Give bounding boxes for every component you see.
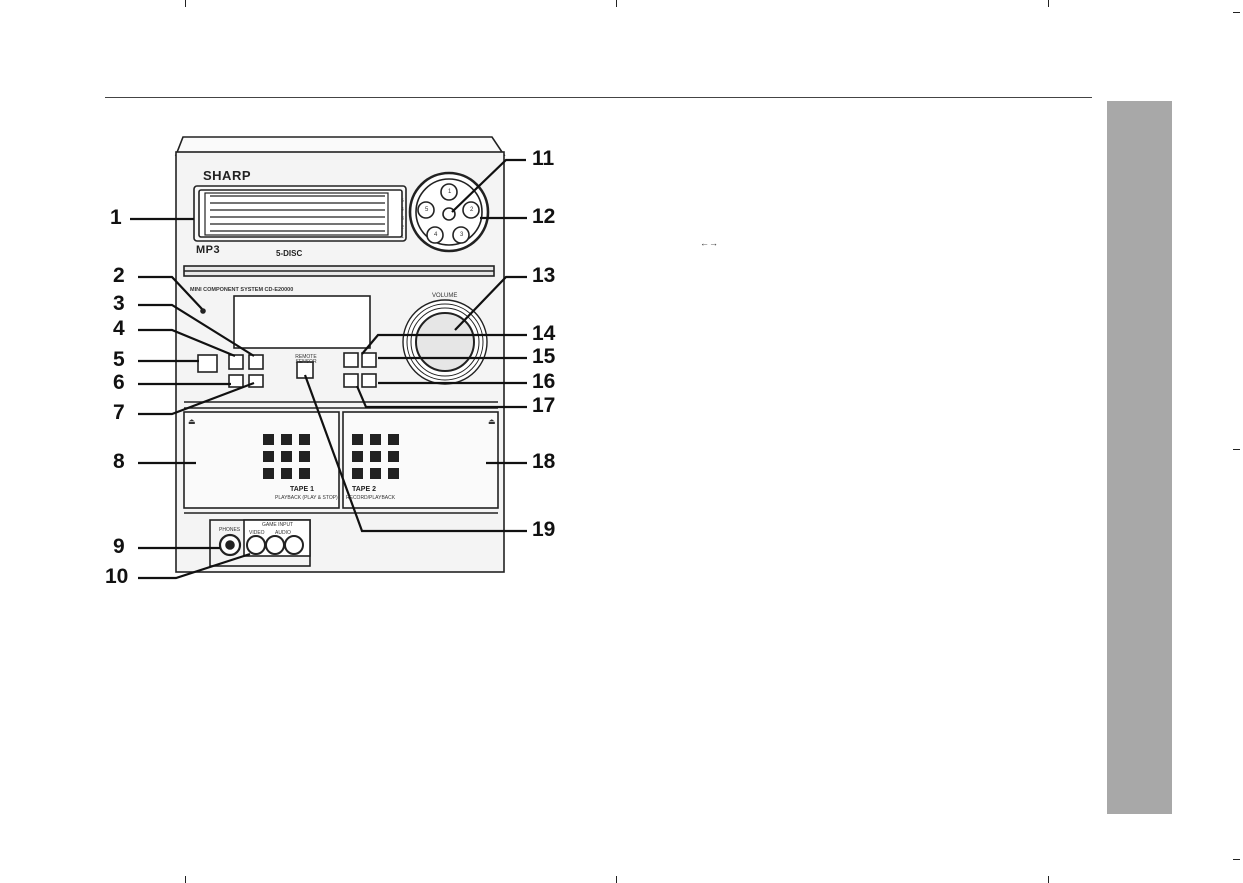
callout-18: 18 <box>532 451 555 473</box>
power-button[interactable] <box>198 355 217 372</box>
disc-logo: 5-DISC <box>276 249 302 258</box>
mp3-logo: MP3 <box>196 244 220 256</box>
phones-label: PHONES <box>219 527 240 533</box>
disc-button-number: 1 <box>448 189 451 195</box>
callout-19: 19 <box>532 519 555 541</box>
tape2-subtitle: RECORD/PLAYBACK <box>346 495 395 501</box>
tray-number: 1 <box>401 234 404 240</box>
function-button[interactable] <box>229 355 243 369</box>
game-input-label: GAME INPUT <box>262 522 293 528</box>
brand-logo: SHARP <box>203 168 251 183</box>
callout-5: 5 <box>113 349 125 371</box>
tray-number: 4 <box>401 207 404 213</box>
stray-arrow-mark: ←→ <box>700 238 718 248</box>
video-jack[interactable] <box>247 536 265 554</box>
audio-right-jack[interactable] <box>285 536 303 554</box>
callout-15: 15 <box>532 346 555 368</box>
audio-label: AUDIO <box>275 530 291 536</box>
rewind-button[interactable] <box>344 374 358 387</box>
clock-button[interactable] <box>229 375 243 387</box>
callout-12: 12 <box>532 206 555 228</box>
callout-13: 13 <box>532 265 555 287</box>
callout-10: 10 <box>105 566 128 588</box>
tape1-title: TAPE 1 <box>290 486 314 493</box>
volume-label: VOLUME <box>432 293 457 299</box>
model-label: MINI COMPONENT SYSTEM CD-E20000 <box>190 287 293 293</box>
eject-icon: ⏏ <box>188 417 196 426</box>
callout-1: 1 <box>110 207 122 229</box>
tray-number: 2 <box>401 225 404 231</box>
tape2-deck[interactable] <box>343 412 498 508</box>
audio-left-jack[interactable] <box>266 536 284 554</box>
disc-button-number: 4 <box>434 232 437 238</box>
tape1-subtitle: PLAYBACK (PLAY & STOP) <box>275 495 338 501</box>
callout-2: 2 <box>113 265 125 287</box>
callout-3: 3 <box>113 293 125 315</box>
callout-16: 16 <box>532 371 555 393</box>
tray-number: 3 <box>401 216 404 222</box>
tape2-title: TAPE 2 <box>352 486 376 493</box>
disc-button-number: 5 <box>425 207 428 213</box>
fast-forward-button[interactable] <box>362 374 376 387</box>
callout-17: 17 <box>532 395 555 417</box>
disc-button-number: 3 <box>460 232 463 238</box>
callout-4: 4 <box>113 318 125 340</box>
callout-9: 9 <box>113 536 125 558</box>
tuning-button[interactable] <box>249 355 263 369</box>
remote-sensor-label: REMOTE SENSOR <box>293 355 319 365</box>
disc-button-number: 2 <box>470 207 473 213</box>
eject-icon: ⏏ <box>488 417 496 426</box>
tray-number: 5 <box>401 198 404 204</box>
callout-7: 7 <box>113 402 125 424</box>
callout-11: 11 <box>532 148 554 170</box>
video-label: VIDEO <box>249 530 265 536</box>
stop-button[interactable] <box>344 353 358 367</box>
callout-14: 14 <box>532 323 555 345</box>
callout-6: 6 <box>113 372 125 394</box>
play-pause-button[interactable] <box>362 353 376 367</box>
callout-8: 8 <box>113 451 125 473</box>
tape1-deck[interactable] <box>184 412 339 508</box>
